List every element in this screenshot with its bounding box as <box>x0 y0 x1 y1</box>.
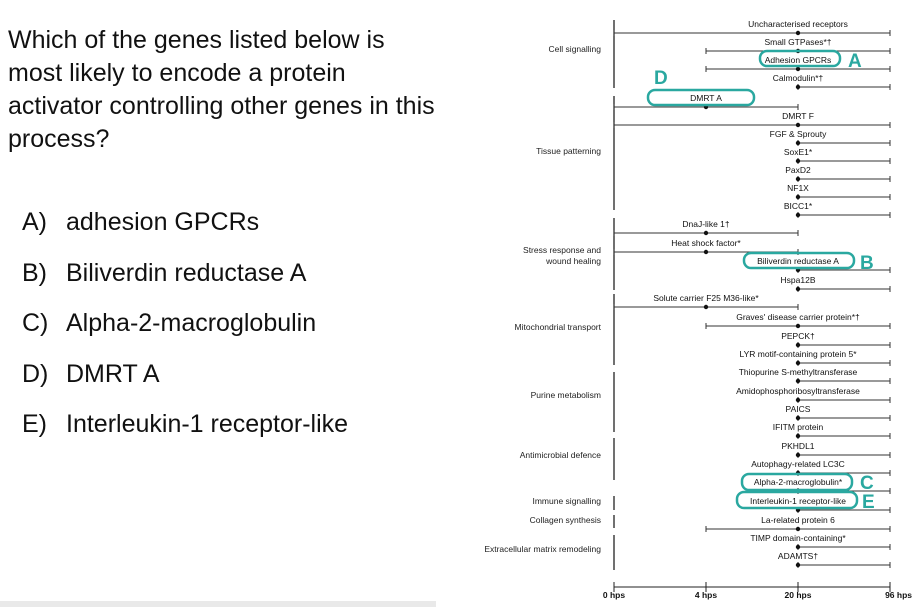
gene-peak-dot <box>795 140 801 146</box>
x-tick-label: 20 hps <box>785 590 812 600</box>
category-label: Purine metabolism <box>531 390 601 400</box>
option-a[interactable]: A) adhesion GPCRs <box>22 210 348 235</box>
gene-label: Heat shock factor* <box>671 238 741 248</box>
gene-label: Calmodulin*† <box>773 73 824 83</box>
option-b[interactable]: B) Biliverdin reductase A <box>22 258 348 287</box>
option-key: C) <box>22 309 49 337</box>
category-label: Mitochondrial transport <box>515 322 602 332</box>
category-label: Cell signalling <box>549 44 602 54</box>
option-key: E) <box>22 410 47 438</box>
category-label: Immune signalling <box>532 496 601 506</box>
gene-peak-dot <box>795 122 801 128</box>
highlight-letter-c: C <box>860 473 874 494</box>
highlight-box-b <box>742 251 856 270</box>
gene-label: BICC1* <box>784 201 813 211</box>
highlight-letter-d: D <box>654 68 668 89</box>
category-label: Antimicrobial defence <box>520 450 602 460</box>
gene-peak-dot <box>795 84 801 90</box>
gene-peak-dot <box>795 562 801 568</box>
highlight-box-a <box>758 49 842 68</box>
gene-peak-dot <box>795 415 801 421</box>
option-e[interactable]: E) Interleukin-1 receptor-like <box>22 412 348 437</box>
gene-label: TIMP domain-containing* <box>750 533 846 543</box>
gene-label: PAICS <box>786 404 811 414</box>
highlight-letter-e: E <box>862 492 875 513</box>
bottom-scrollbar <box>0 601 436 607</box>
option-label: Alpha-2-macroglobulin <box>66 309 317 337</box>
option-label: adhesion GPCRs <box>66 208 260 236</box>
question-text: Which of the genes listed below is most … <box>8 26 435 153</box>
option-key: B) <box>22 258 47 287</box>
category-label: Collagen synthesis <box>530 515 601 525</box>
gene-peak-dot <box>795 30 801 36</box>
gene-peak-dot <box>703 249 709 255</box>
gene-label: ADAMTS† <box>778 551 818 561</box>
gene-label: DMRT A <box>690 93 722 103</box>
gene-label: Biliverdin reductase A <box>757 256 839 266</box>
gene-peak-dot <box>795 176 801 182</box>
gene-peak-dot <box>795 66 801 72</box>
gene-label: Uncharacterised receptors <box>748 19 848 29</box>
gene-peak-dot <box>703 230 709 236</box>
gene-label: IFITM protein <box>773 422 824 432</box>
gene-peak-dot <box>795 360 801 366</box>
gene-label: Adhesion GPCRs <box>765 55 832 65</box>
gene-label: Graves' disease carrier protein*† <box>736 312 860 322</box>
highlight-letter-a: A <box>848 51 862 72</box>
gene-label: PEPCK† <box>781 331 815 341</box>
gene-peak-dot <box>703 304 709 310</box>
option-label: Interleukin-1 receptor-like <box>66 410 349 438</box>
gene-peak-dot <box>795 544 801 550</box>
gene-label: Thiopurine S-methyltransferase <box>739 367 858 377</box>
highlight-box-c <box>740 472 854 492</box>
gene-peak-dot <box>795 212 801 218</box>
gene-peak-dot <box>795 433 801 439</box>
x-tick-label: 96 hps <box>885 590 912 600</box>
gene-label: La-related protein 6 <box>761 515 835 525</box>
option-key: A) <box>22 208 47 236</box>
option-d[interactable]: D) DMRT A <box>22 359 348 388</box>
gene-label: Autophagy-related LC3C <box>751 459 845 469</box>
gene-peak-dot <box>795 378 801 384</box>
gene-label: DnaJ-like 1† <box>682 219 730 229</box>
gene-peak-dot <box>795 286 801 292</box>
highlight-box-d <box>646 88 756 107</box>
gene-label: DMRT F <box>782 111 814 121</box>
option-c[interactable]: C) Alpha-2-macroglobulin <box>22 311 348 336</box>
gene-peak-dot <box>795 342 801 348</box>
gene-label: LYR motif-containing protein 5* <box>739 349 857 359</box>
gene-label: Solute carrier F25 M36-like* <box>653 293 759 303</box>
gene-label: FGF & Sprouty <box>770 129 827 139</box>
gene-label: PaxD2 <box>785 165 811 175</box>
gene-label: Amidophosphoribosyltransferase <box>736 386 860 396</box>
gene-peak-dot <box>795 397 801 403</box>
category-label: Extracellular matrix remodeling <box>484 544 601 554</box>
x-tick-label: 4 hps <box>695 590 717 600</box>
gene-label: Hspa12B <box>781 275 816 285</box>
category-label: Stress response and <box>523 245 601 255</box>
answer-options: A) adhesion GPCRs B) Biliverdin reductase … <box>22 210 348 463</box>
gene-peak-dot <box>795 526 801 532</box>
gene-peak-dot <box>795 194 801 200</box>
option-key: D) <box>22 359 49 388</box>
x-tick-label: 0 hps <box>603 590 625 600</box>
gene-label: Alpha-2-macroglobulin* <box>754 477 843 487</box>
gene-label: Interleukin-1 receptor-like <box>750 496 846 506</box>
highlight-letter-b: B <box>860 253 874 274</box>
option-label: DMRT A <box>66 359 160 388</box>
gene-peak-dot <box>795 323 801 329</box>
gene-label: NF1X <box>787 183 809 193</box>
gene-label: SoxE1* <box>784 147 813 157</box>
category-label: wound healing <box>545 256 601 266</box>
gene-label: Small GTPases*† <box>764 37 831 47</box>
category-label: Tissue patterning <box>536 146 601 156</box>
gene-peak-dot <box>795 158 801 164</box>
highlight-box-e <box>735 490 859 510</box>
gene-peak-dot <box>795 452 801 458</box>
gene-label: PKHDL1 <box>781 441 814 451</box>
option-label: Biliverdin reductase A <box>66 258 307 287</box>
